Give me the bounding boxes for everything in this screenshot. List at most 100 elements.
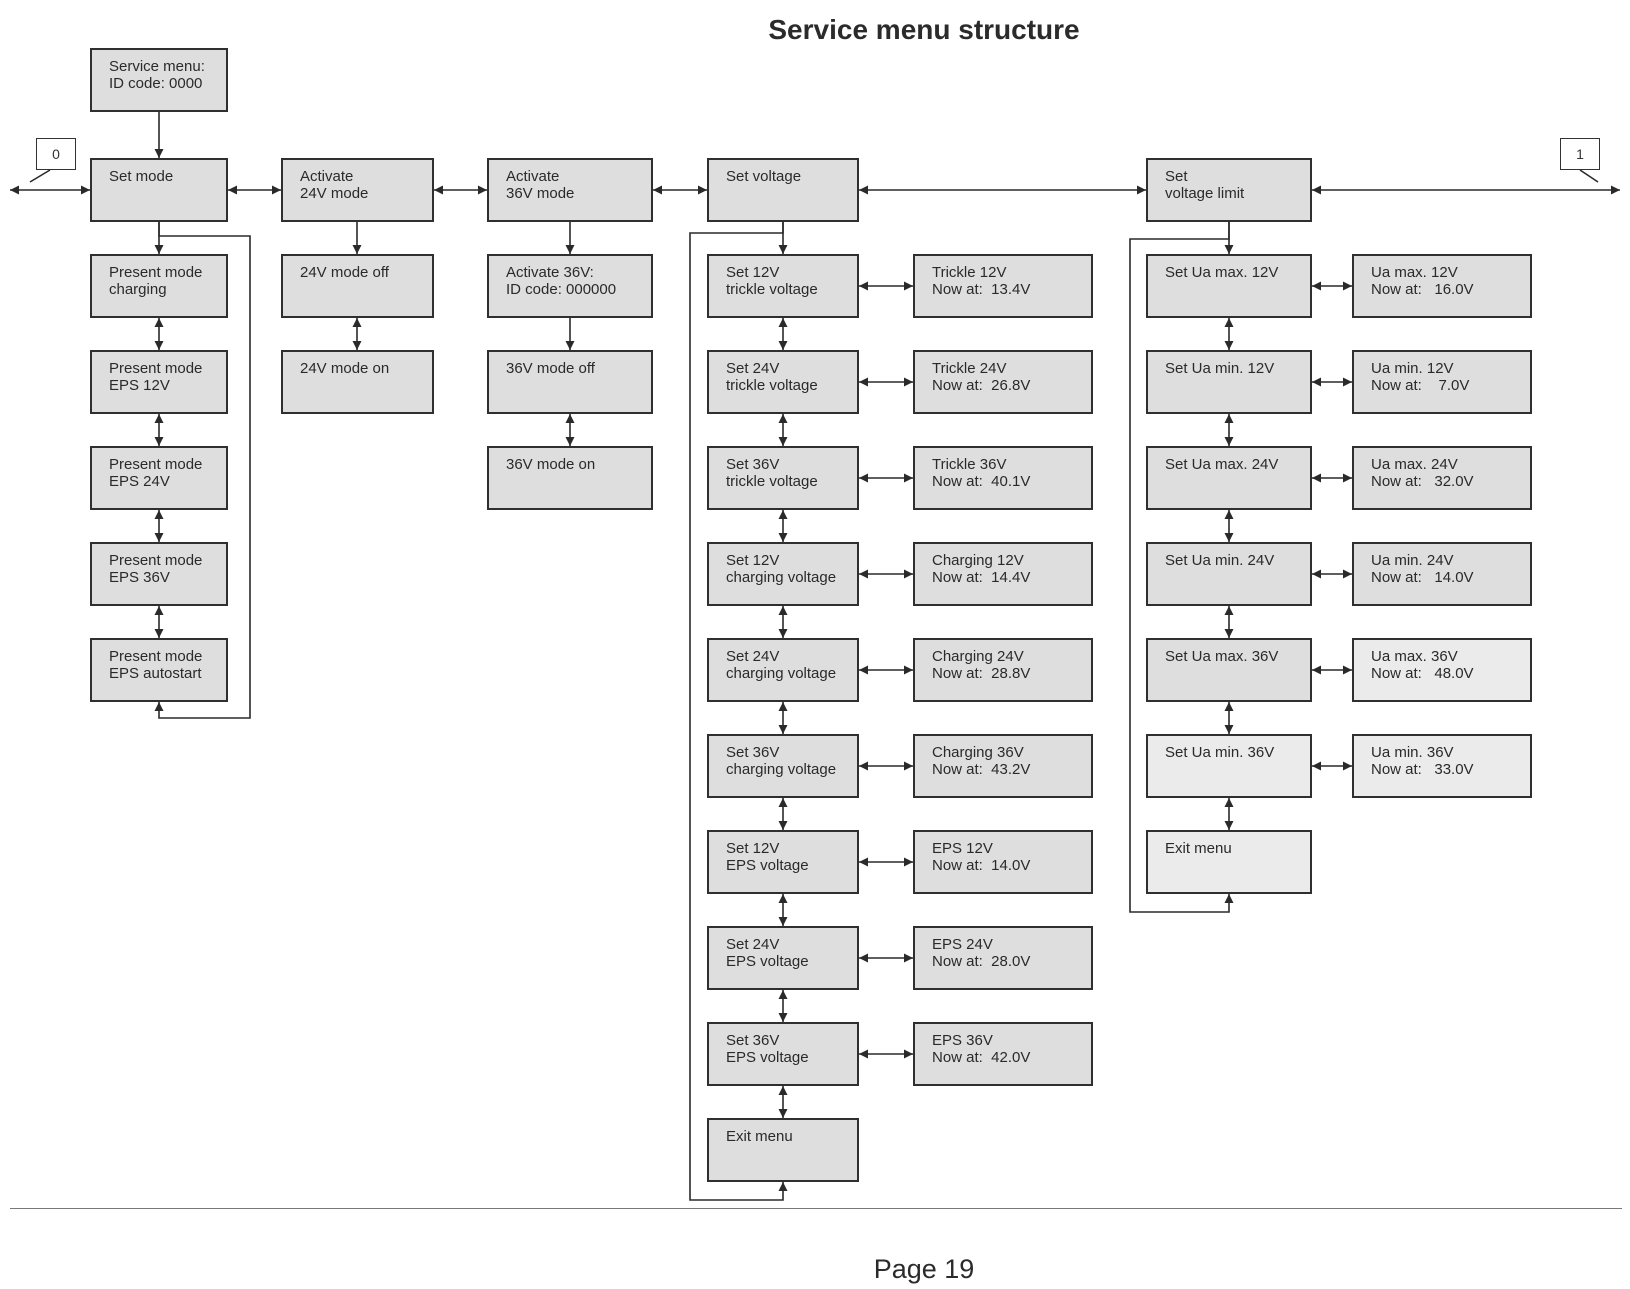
trickle-24v-value-box[interactable]: Trickle 24V Now at: 26.8V [913, 350, 1093, 414]
eps-36v-value-box[interactable]: EPS 36V Now at: 42.0V [913, 1022, 1093, 1086]
set-36v-trickle-voltage-box[interactable]: Set 36V trickle voltage [707, 446, 859, 510]
box-line-2: 24V mode [300, 185, 369, 202]
box-line-1: Ua min. 36V [1371, 744, 1454, 761]
eps-24v-value-box[interactable]: EPS 24V Now at: 28.0V [913, 926, 1093, 990]
callout-0: 0 [36, 138, 76, 170]
activate-36v-mode-box[interactable]: Activate 36V mode [487, 158, 653, 222]
page-number: Page 19 [873, 1254, 975, 1284]
set-36v-charging-voltage-box[interactable]: Set 36V charging voltage [707, 734, 859, 798]
box-line-1: Trickle 24V [932, 360, 1007, 377]
box-line-1: Set 24V [726, 648, 780, 665]
box-line-1: 36V mode on [506, 456, 596, 473]
box-line-1: Ua min. 12V [1371, 360, 1454, 377]
box-line-1: Exit menu [726, 1128, 793, 1145]
service-menu-root-box[interactable]: Service menu: ID code: 0000 [90, 48, 228, 112]
trickle-12v-value-box[interactable]: Trickle 12V Now at: 13.4V [913, 254, 1093, 318]
set-voltage-limit-box[interactable]: Set voltage limit [1146, 158, 1312, 222]
box-line-2: charging voltage [726, 665, 837, 682]
activate-24v-mode-box[interactable]: Activate 24V mode [281, 158, 434, 222]
present-mode-charging-box[interactable]: Present mode charging [90, 254, 228, 318]
present-mode-eps-36v-box[interactable]: Present mode EPS 36V [90, 542, 228, 606]
box-line-2: trickle voltage [726, 473, 818, 490]
box-line-1: 36V mode off [506, 360, 595, 377]
ua-max-12v-value-box[interactable]: Ua max. 12V Now at: 16.0V [1352, 254, 1532, 318]
charging-12v-value-box[interactable]: Charging 12V Now at: 14.4V [913, 542, 1093, 606]
box-line-1: Ua max. 12V [1371, 264, 1458, 281]
set-ua-max-36v-box[interactable]: Set Ua max. 36V [1146, 638, 1312, 702]
set-ua-min-36v-box[interactable]: Set Ua min. 36V [1146, 734, 1312, 798]
set-mode-box[interactable]: Set mode [90, 158, 228, 222]
eps-12v-value-box[interactable]: EPS 12V Now at: 14.0V [913, 830, 1093, 894]
box-line-1: Activate [300, 168, 354, 185]
box-line-1: Set Ua min. 12V [1165, 360, 1275, 377]
box-line-1: Set Ua min. 36V [1165, 744, 1275, 761]
36v-mode-off-box[interactable]: 36V mode off [487, 350, 653, 414]
set-ua-min-12v-box[interactable]: Set Ua min. 12V [1146, 350, 1312, 414]
24v-mode-off-box[interactable]: 24V mode off [281, 254, 434, 318]
box-line-1: Exit menu [1165, 840, 1232, 857]
box-line-2: EPS 24V [109, 473, 170, 490]
edge-mode-loop [154, 222, 251, 719]
box-line-2: Now at: 16.0V [1371, 281, 1474, 298]
box-line-1: Ua max. 24V [1371, 456, 1458, 473]
box-line-2: Now at: 14.0V [932, 857, 1031, 874]
charging-24v-value-box[interactable]: Charging 24V Now at: 28.8V [913, 638, 1093, 702]
box-line-1: Set 12V [726, 264, 780, 281]
ua-min-36v-value-box[interactable]: Ua min. 36V Now at: 33.0V [1352, 734, 1532, 798]
set-24v-trickle-voltage-box[interactable]: Set 24V trickle voltage [707, 350, 859, 414]
present-mode-eps-24v-box[interactable]: Present mode EPS 24V [90, 446, 228, 510]
present-mode-eps-12v-box[interactable]: Present mode EPS 12V [90, 350, 228, 414]
ua-min-24v-value-box[interactable]: Ua min. 24V Now at: 14.0V [1352, 542, 1532, 606]
trickle-36v-value-box[interactable]: Trickle 36V Now at: 40.1V [913, 446, 1093, 510]
24v-mode-on-box[interactable]: 24V mode on [281, 350, 434, 414]
box-line-2: Now at: 43.2V [932, 761, 1031, 778]
box-line-2: Now at: 33.0V [1371, 761, 1474, 778]
footer-divider [10, 1208, 1622, 1209]
box-line-2: ID code: 000000 [506, 281, 617, 298]
box-line-1: EPS 12V [932, 840, 993, 857]
box-line-2: Now at: 40.1V [932, 473, 1031, 490]
edge-voltage-loop [689, 222, 788, 1201]
box-line-2: Now at: 7.0V [1371, 377, 1470, 394]
callout-0-tail [29, 169, 51, 183]
set-ua-min-24v-box[interactable]: Set Ua min. 24V [1146, 542, 1312, 606]
box-line-1: Service menu: [109, 58, 205, 75]
set-12v-trickle-voltage-box[interactable]: Set 12V trickle voltage [707, 254, 859, 318]
box-line-1: Present mode [109, 264, 203, 281]
box-line-2: EPS voltage [726, 1049, 809, 1066]
box-line-2: Now at: 42.0V [932, 1049, 1031, 1066]
set-voltage-box[interactable]: Set voltage [707, 158, 859, 222]
set-12v-eps-voltage-box[interactable]: Set 12V EPS voltage [707, 830, 859, 894]
set-24v-eps-voltage-box[interactable]: Set 24V EPS voltage [707, 926, 859, 990]
set-36v-eps-voltage-box[interactable]: Set 36V EPS voltage [707, 1022, 859, 1086]
box-line-1: Present mode [109, 648, 203, 665]
set-24v-charging-voltage-box[interactable]: Set 24V charging voltage [707, 638, 859, 702]
box-line-2: Now at: 14.4V [932, 569, 1031, 586]
box-line-1: EPS 36V [932, 1032, 993, 1049]
box-line-2: Now at: 48.0V [1371, 665, 1474, 682]
present-mode-eps-autostart-box[interactable]: Present mode EPS autostart [90, 638, 228, 702]
box-line-2: trickle voltage [726, 377, 818, 394]
set-12v-charging-voltage-box[interactable]: Set 12V charging voltage [707, 542, 859, 606]
charging-36v-value-box[interactable]: Charging 36V Now at: 43.2V [913, 734, 1093, 798]
activate-36v-id-code-box[interactable]: Activate 36V: ID code: 000000 [487, 254, 653, 318]
box-line-1: Set voltage [726, 168, 802, 185]
box-line-1: Activate 36V: [506, 264, 594, 281]
ua-max-36v-value-box[interactable]: Ua max. 36V Now at: 48.0V [1352, 638, 1532, 702]
box-line-2: EPS autostart [109, 665, 202, 682]
ua-max-24v-value-box[interactable]: Ua max. 24V Now at: 32.0V [1352, 446, 1532, 510]
ua-min-12v-value-box[interactable]: Ua min. 12V Now at: 7.0V [1352, 350, 1532, 414]
box-line-1: Charging 36V [932, 744, 1024, 761]
box-line-1: EPS 24V [932, 936, 993, 953]
exit-menu-voltage-box[interactable]: Exit menu [707, 1118, 859, 1182]
set-ua-max-12v-box[interactable]: Set Ua max. 12V [1146, 254, 1312, 318]
36v-mode-on-box[interactable]: 36V mode on [487, 446, 653, 510]
set-ua-max-24v-box[interactable]: Set Ua max. 24V [1146, 446, 1312, 510]
box-line-2: charging voltage [726, 569, 837, 586]
box-line-2: Now at: 14.0V [1371, 569, 1474, 586]
exit-menu-limit-box[interactable]: Exit menu [1146, 830, 1312, 894]
box-line-1: 24V mode on [300, 360, 390, 377]
callout-1: 1 [1560, 138, 1600, 170]
box-line-1: Present mode [109, 552, 203, 569]
